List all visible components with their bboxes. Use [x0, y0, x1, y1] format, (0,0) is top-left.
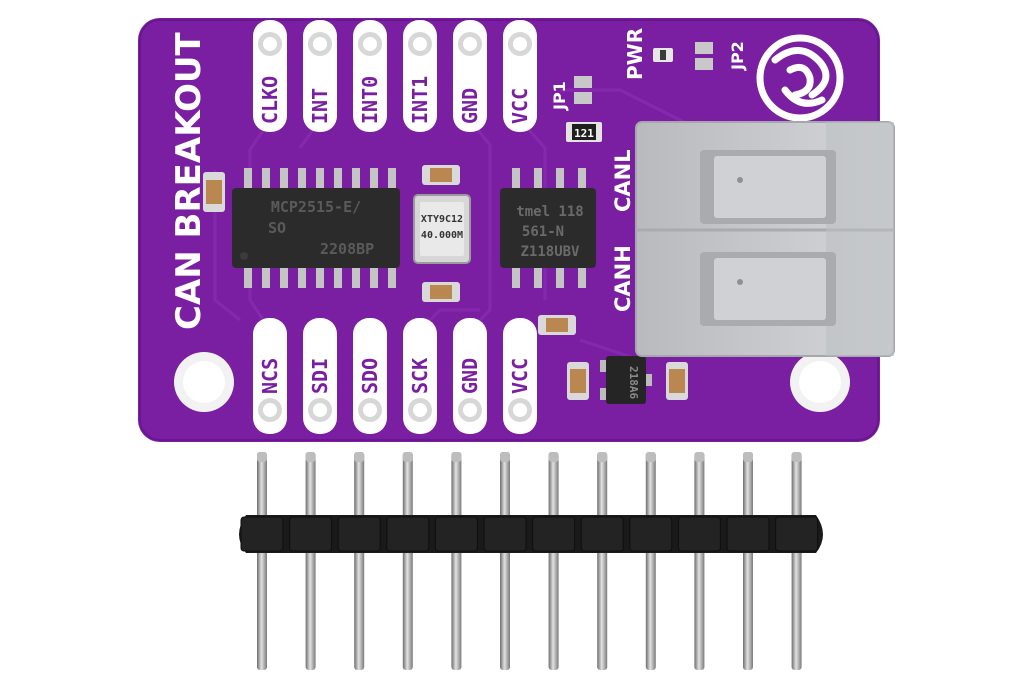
- header-pin: [305, 452, 316, 670]
- bottom-pin-gnd: GND: [453, 318, 487, 434]
- terminal-block: [635, 121, 895, 357]
- mounting-hole-left: [174, 352, 234, 412]
- header-pin: [791, 452, 802, 670]
- crystal-oscillator: XTY9C12 40.000M: [413, 194, 471, 264]
- svg-text:218A6: 218A6: [627, 366, 640, 399]
- top-pin-label: GND: [458, 88, 482, 124]
- top-pin-int1: INT1: [403, 20, 437, 132]
- canh-label: CANH: [611, 245, 635, 312]
- top-pin-label: VCC: [508, 88, 532, 124]
- brand-logo: [756, 34, 844, 122]
- bottom-pin-row: NCS SDI SDO SCK GND VCC: [253, 318, 537, 434]
- svg-text:XTY9C12: XTY9C12: [421, 214, 463, 225]
- can-controller-chip: MCP2515-E/ SO 2208BP: [232, 168, 400, 288]
- header-pin: [694, 452, 705, 670]
- pwr-led: [653, 48, 673, 62]
- bottom-pin-label: SCK: [408, 358, 432, 394]
- header-pin: [548, 452, 559, 670]
- pin-header: [239, 452, 823, 670]
- header-pin: [257, 452, 267, 670]
- capacitor-right: [538, 315, 576, 335]
- resistor-121: 121: [566, 122, 602, 142]
- header-pin: [500, 452, 510, 670]
- board-title: CAN BREAKOUT: [169, 31, 209, 330]
- jp1-label: JP1: [550, 81, 569, 111]
- jp2-label: JP2: [728, 41, 747, 71]
- header-pin: [597, 452, 608, 670]
- terminal-lever-canh: [700, 252, 836, 326]
- top-pin-int: INT: [303, 20, 337, 132]
- mounting-hole-right: [790, 352, 850, 412]
- top-pin-label: INT0: [358, 76, 382, 124]
- top-pin-label: INT1: [408, 76, 432, 124]
- svg-text:561-N: 561-N: [522, 224, 564, 240]
- svg-text:SO: SO: [268, 219, 286, 237]
- bottom-pin-sdo: SDO: [353, 318, 387, 434]
- header-pin: [354, 452, 365, 670]
- jp2-pads: [695, 42, 713, 70]
- top-pin-label: INT: [308, 88, 332, 124]
- jp1-pads: [574, 76, 592, 104]
- top-pin-gnd: GND: [453, 20, 487, 132]
- svg-text:121: 121: [574, 127, 594, 140]
- small-ic: 218A6: [600, 356, 652, 404]
- bottom-pin-label: NCS: [258, 358, 282, 394]
- bottom-pin-ncs: NCS: [253, 318, 287, 434]
- top-pin-label: CLKO: [258, 76, 282, 124]
- top-pin-clko: CLKO: [253, 20, 287, 132]
- capacitor-bottom-a: [567, 362, 589, 400]
- capacitor-crystal-bottom: [422, 282, 460, 302]
- capacitor-bottom-b: [666, 362, 688, 400]
- header-pin: [451, 452, 462, 670]
- canl-label: CANL: [611, 149, 635, 212]
- can-transceiver-chip: tmel 118 561-N Z118UBV: [500, 168, 596, 288]
- pwr-label: PWR: [623, 28, 647, 80]
- header-pin: [743, 452, 753, 670]
- header-plastic: [239, 515, 823, 553]
- bottom-pin-sck: SCK: [403, 318, 437, 434]
- header-pin: [645, 452, 656, 670]
- capacitor-left: [203, 172, 225, 212]
- svg-text:Z118UBV: Z118UBV: [520, 244, 580, 260]
- top-pin-int0: INT0: [353, 20, 387, 132]
- header-pin: [402, 452, 413, 670]
- capacitor-crystal-top: [422, 165, 460, 185]
- bottom-pin-label: GND: [458, 358, 482, 394]
- top-pin-vcc: VCC: [503, 20, 537, 132]
- svg-text:MCP2515-E/: MCP2515-E/: [271, 198, 361, 216]
- bottom-pin-vcc: VCC: [503, 318, 537, 434]
- bottom-pin-sdi: SDI: [303, 318, 337, 434]
- bottom-pin-label: SDO: [358, 358, 382, 394]
- terminal-lever-canl: [700, 150, 836, 224]
- svg-text:tmel 118: tmel 118: [516, 204, 583, 220]
- top-pin-row: CLKO INT INT0 INT1 GND VCC: [253, 20, 537, 132]
- bottom-pin-label: VCC: [508, 358, 532, 394]
- svg-text:2208BP: 2208BP: [320, 240, 374, 258]
- svg-text:40.000M: 40.000M: [421, 230, 463, 241]
- bottom-pin-label: SDI: [308, 358, 332, 394]
